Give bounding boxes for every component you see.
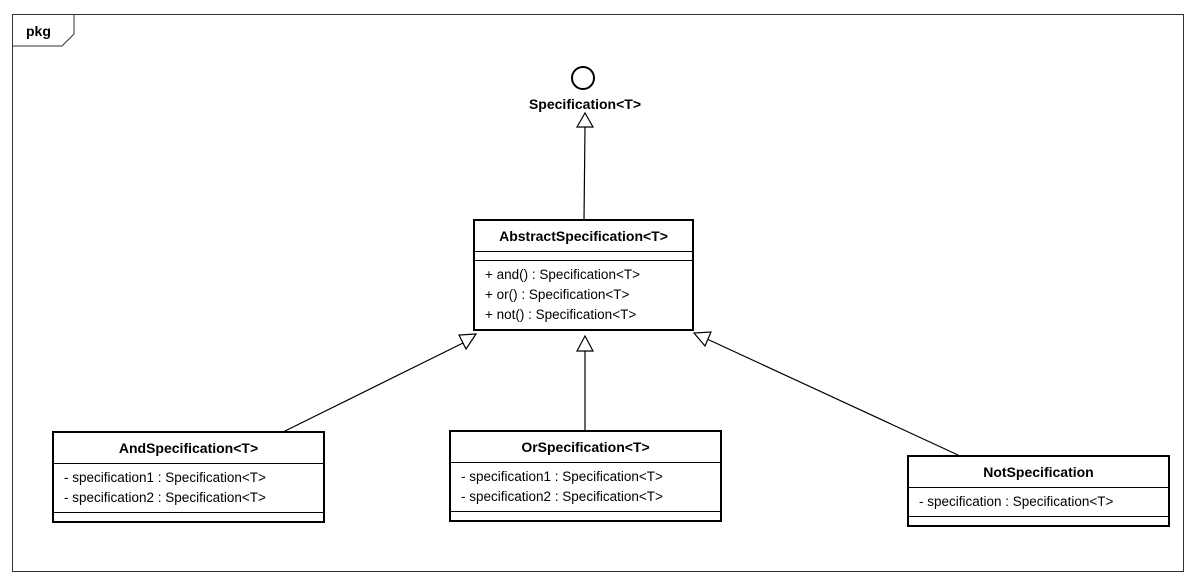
class-name: AbstractSpecification<T>	[475, 221, 692, 252]
interface-name: Specification<T>	[528, 96, 642, 112]
class-abstract-specification[interactable]: AbstractSpecification<T> + and() : Speci…	[473, 219, 694, 331]
package-label: pkg	[26, 23, 51, 39]
attribute: - specification2 : Specification<T>	[461, 489, 663, 504]
attributes-compartment: - specification1 : Specification<T> - sp…	[451, 463, 720, 512]
operations-compartment: + and() : Specification<T> + or() : Spec…	[475, 261, 692, 329]
edge-and-to-abstract	[282, 342, 464, 433]
class-not-specification[interactable]: NotSpecification - specification : Speci…	[907, 455, 1170, 527]
arrowhead-not	[692, 331, 712, 348]
attribute: - specification2 : Specification<T>	[64, 490, 266, 505]
package-frame	[12, 14, 1184, 572]
edge-abstract-to-interface	[583, 126, 586, 221]
operations-compartment	[54, 513, 323, 521]
class-and-specification[interactable]: AndSpecification<T> - specification1 : S…	[52, 431, 325, 523]
class-name: AndSpecification<T>	[54, 433, 323, 464]
operation: + or() : Specification<T>	[485, 287, 630, 302]
operations-compartment	[451, 512, 720, 520]
arrowhead-or	[576, 334, 594, 352]
operation: + and() : Specification<T>	[485, 267, 640, 282]
attribute: - specification1 : Specification<T>	[461, 469, 663, 484]
operations-compartment	[909, 517, 1168, 525]
operation: + not() : Specification<T>	[485, 307, 637, 322]
edge-not-to-abstract	[706, 338, 959, 456]
package-tab	[12, 14, 75, 47]
interface-lollipop-icon	[571, 66, 595, 90]
arrowhead-and	[458, 333, 478, 351]
attributes-compartment	[475, 252, 692, 261]
arrowhead-interface	[575, 111, 595, 128]
attribute: - specification : Specification<T>	[919, 494, 1114, 509]
class-name: NotSpecification	[909, 457, 1168, 488]
attributes-compartment: - specification1 : Specification<T> - sp…	[54, 464, 323, 513]
attribute: - specification1 : Specification<T>	[64, 470, 266, 485]
attributes-compartment: - specification : Specification<T>	[909, 488, 1168, 517]
class-or-specification[interactable]: OrSpecification<T> - specification1 : Sp…	[449, 430, 722, 522]
class-name: OrSpecification<T>	[451, 432, 720, 463]
